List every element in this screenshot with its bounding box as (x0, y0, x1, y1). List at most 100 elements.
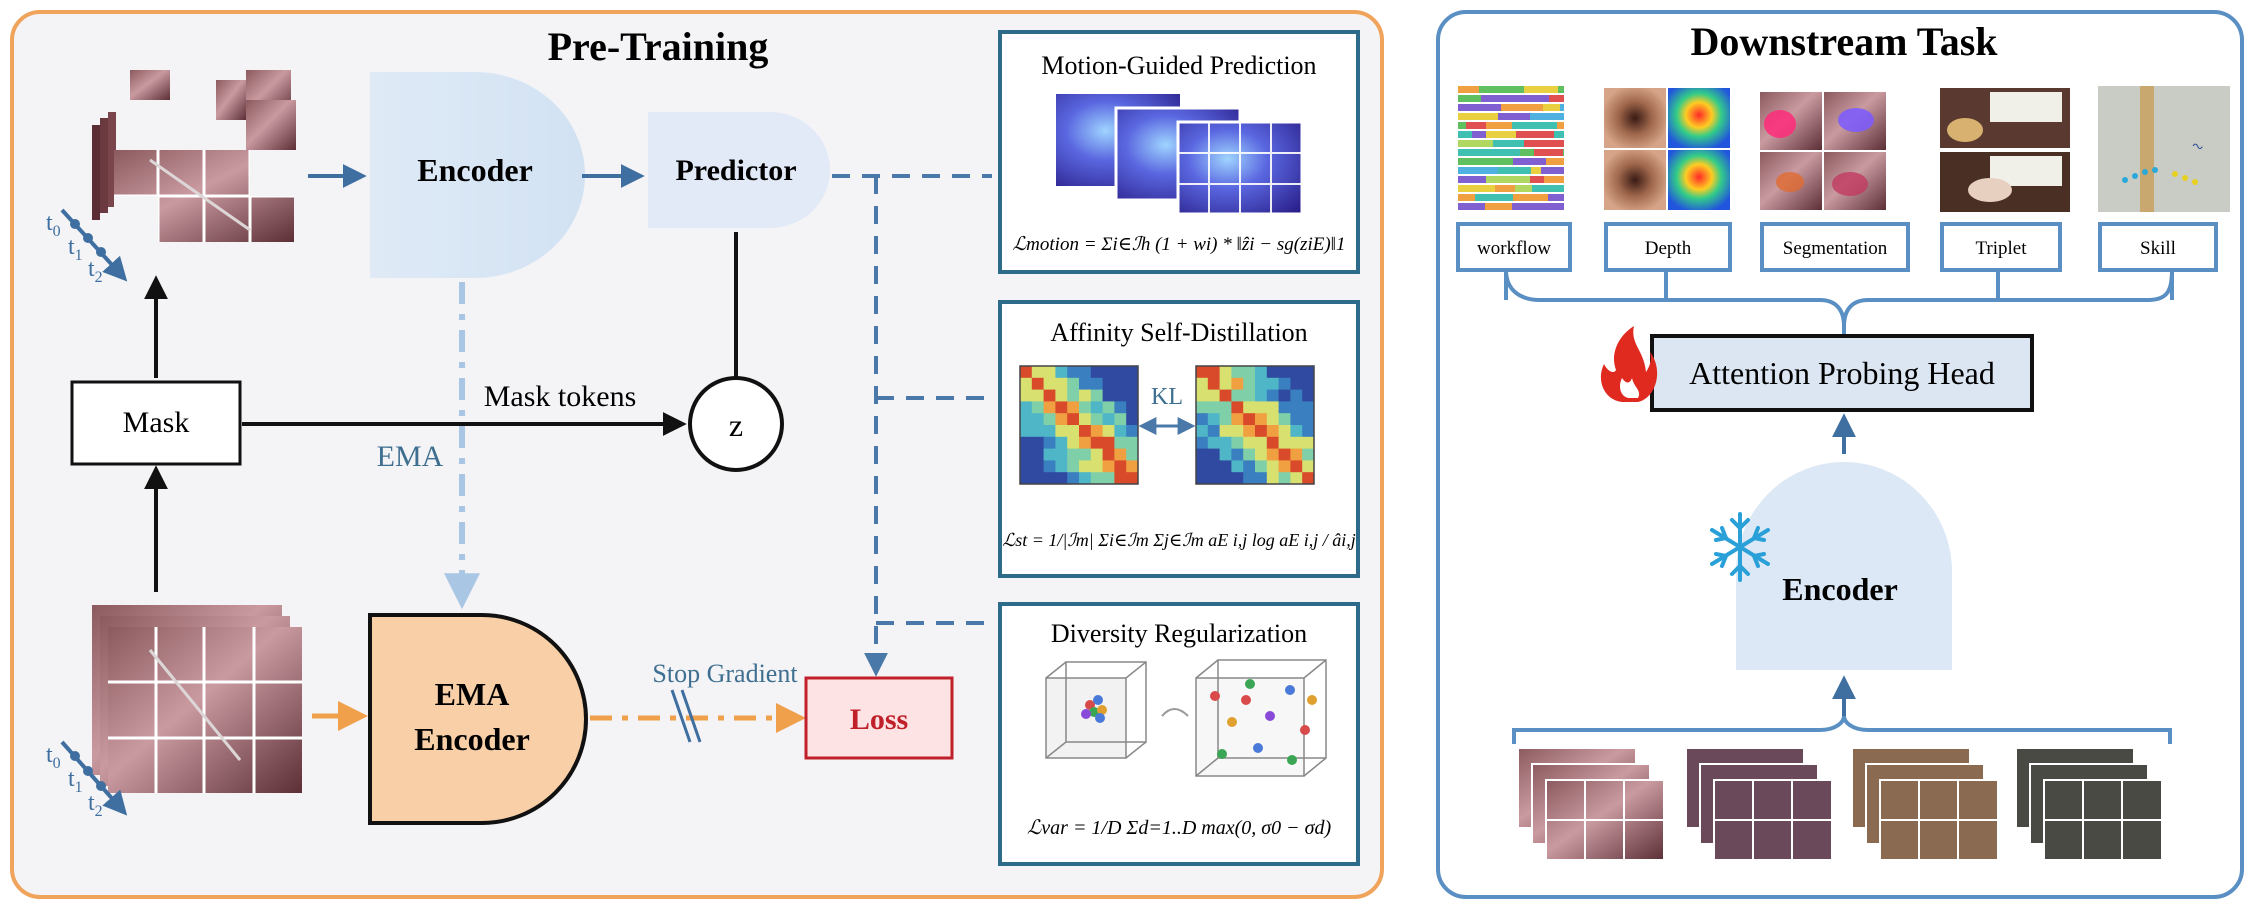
workflow-segment (1563, 149, 1564, 156)
workflow-segment (1541, 167, 1564, 174)
affinity-cell (1290, 472, 1303, 485)
affinity-cell (1290, 413, 1303, 426)
affinity-cell (1020, 472, 1033, 485)
workflow-segment (1501, 104, 1543, 111)
affinity-cell (1231, 413, 1244, 426)
workflow-segment (1532, 185, 1564, 192)
affinity-cell (1302, 472, 1315, 485)
affinity-cell (1219, 436, 1232, 450)
workflow-segment (1530, 176, 1544, 183)
affinity-cell (1219, 389, 1232, 402)
affinity-cell (1114, 377, 1127, 391)
affinity-cell (1102, 366, 1115, 379)
workflow-segment (1458, 176, 1486, 183)
ema-encoder-label-1: EMA (435, 676, 510, 712)
workflow-segment (1458, 113, 1498, 120)
affinity-cell (1243, 413, 1256, 426)
task-box-depth (1604, 222, 1732, 272)
affinity-cell (1114, 460, 1127, 473)
affinity-cell (1079, 460, 1092, 473)
workflow-segment (1467, 158, 1513, 165)
affinity-cell (1255, 472, 1268, 485)
affinity-cell (1043, 389, 1056, 402)
affinity-cell (1302, 425, 1315, 438)
workflow-thumbnail (1458, 86, 1564, 210)
workflow-segment (1458, 149, 1475, 156)
affinity-cell (1090, 460, 1104, 473)
predictor-label: Predictor (675, 154, 796, 187)
affinity-cell (1302, 401, 1315, 414)
workflow-segment (1481, 95, 1527, 102)
affinity-cell (1243, 377, 1256, 391)
affinity-cell (1243, 460, 1256, 473)
workflow-segment (1458, 203, 1485, 210)
affinity-cell (1020, 377, 1033, 391)
affinity-cell (1126, 413, 1139, 426)
affinity-cell (1278, 448, 1291, 461)
affinity-cell (1031, 377, 1045, 391)
affinity-cell (1207, 366, 1221, 379)
workflow-segment (1458, 185, 1495, 192)
affinity-cell (1290, 425, 1303, 438)
downstream-encoder-label: Encoder (1782, 571, 1898, 607)
predictor-block (648, 112, 830, 228)
workflow-segment (1543, 104, 1560, 111)
affinity-cell (1126, 460, 1139, 473)
affinity-cell (1278, 425, 1291, 438)
workflow-segment (1512, 203, 1549, 210)
task-brace-ticks (1504, 272, 2174, 300)
workflow-segment (1544, 176, 1564, 183)
affinity-cell (1266, 460, 1280, 473)
workflow-segment (1518, 113, 1530, 120)
affinity-cell (1255, 460, 1268, 473)
affinity-cell (1055, 377, 1068, 391)
z-label: z (729, 407, 743, 443)
affinity-cell (1055, 436, 1068, 450)
workflow-segment (1516, 131, 1554, 138)
affinity-cell (1126, 389, 1139, 402)
affinity-cell (1219, 472, 1232, 485)
affinity-cell (1043, 460, 1056, 473)
workflow-segment (1560, 104, 1564, 111)
workflow-segment (1486, 176, 1530, 183)
affinity-cell (1302, 366, 1315, 379)
segmentation-thumbnail (1760, 92, 1886, 210)
affinity-matrix-left (1019, 365, 1139, 485)
affinity-cell (1207, 377, 1221, 391)
workflow-segment (1515, 185, 1532, 192)
affinity-cell (1126, 366, 1139, 379)
affinity-cell (1302, 460, 1315, 473)
affinity-cell (1102, 448, 1115, 461)
affinity-cell (1302, 377, 1315, 391)
affinity-cell (1102, 460, 1115, 473)
input-brace (1512, 715, 2172, 744)
pretraining-encoder-label: Encoder (417, 152, 533, 188)
workflow-segment (1546, 158, 1564, 165)
affinity-cell (1290, 460, 1303, 473)
loss-box (804, 676, 954, 760)
workflow-segment (1520, 149, 1534, 156)
affinity-cell (1090, 413, 1104, 426)
workflow-segment (1558, 113, 1564, 120)
affinity-cell (1243, 436, 1256, 450)
affinity-cell (1196, 436, 1209, 450)
affinity-cell (1231, 401, 1244, 414)
downstream-encoder-block (1736, 462, 1952, 670)
affinity-cell (1219, 460, 1232, 473)
workflow-segment (1557, 122, 1564, 129)
affinity-cell (1126, 436, 1139, 450)
affinity-cell (1231, 366, 1244, 379)
workflow-segment (1486, 122, 1512, 129)
affinity-cell (1102, 472, 1115, 485)
workflow-segment (1549, 95, 1564, 102)
workflow-segment (1458, 167, 1498, 174)
affinity-cell (1102, 413, 1115, 426)
affinity-cell (1266, 389, 1280, 402)
affinity-cell (1196, 460, 1209, 473)
affinity-cell (1278, 460, 1291, 473)
affinity-cell (1067, 377, 1080, 391)
affinity-cell (1302, 436, 1315, 450)
affinity-cell (1219, 366, 1232, 379)
